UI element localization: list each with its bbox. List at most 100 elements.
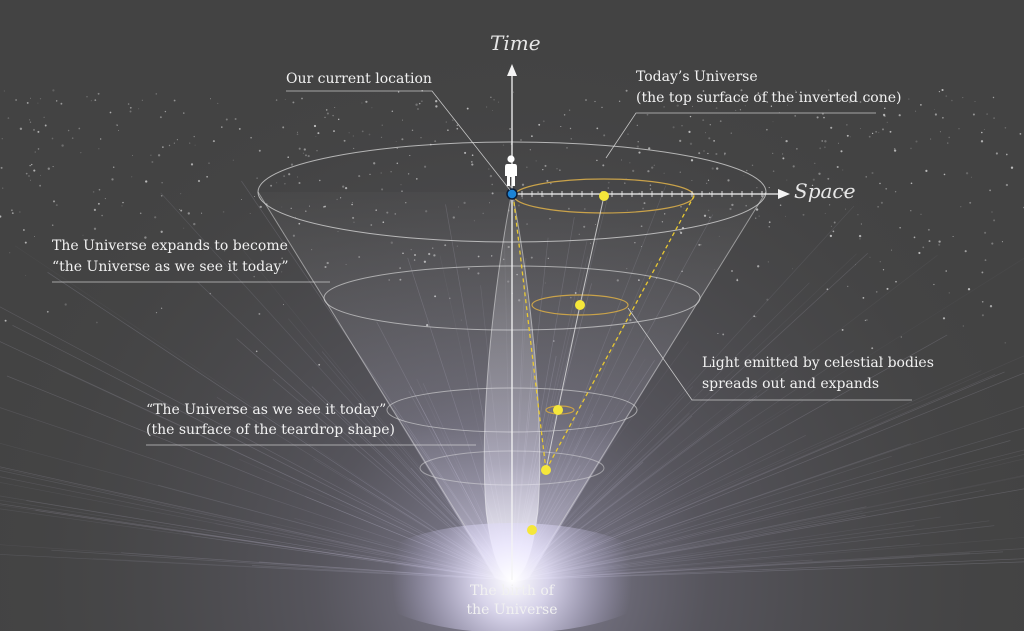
star-particle bbox=[879, 261, 881, 263]
star-particle bbox=[910, 182, 913, 185]
star-particle bbox=[830, 225, 832, 227]
star-particle bbox=[7, 117, 10, 119]
star-particle bbox=[1, 138, 3, 140]
star-particle bbox=[470, 160, 473, 163]
star-particle bbox=[879, 182, 881, 185]
star-particle bbox=[751, 164, 754, 167]
star-particle bbox=[841, 328, 844, 331]
star-particle bbox=[43, 116, 45, 118]
star-particle bbox=[603, 134, 606, 137]
star-particle bbox=[208, 162, 210, 164]
star-particle bbox=[29, 119, 31, 121]
star-particle bbox=[187, 212, 190, 215]
star-particle bbox=[629, 162, 631, 164]
star-particle bbox=[756, 187, 758, 189]
star-particle bbox=[276, 182, 278, 184]
star-particle bbox=[715, 152, 718, 156]
star-particle bbox=[736, 278, 738, 280]
star-particle bbox=[832, 230, 835, 233]
star-particle bbox=[381, 124, 383, 126]
star-particle bbox=[305, 154, 307, 157]
star-particle bbox=[755, 316, 757, 318]
star-particle bbox=[60, 102, 63, 105]
star-particle bbox=[1010, 166, 1014, 169]
star-particle bbox=[948, 136, 951, 139]
star-particle bbox=[456, 124, 459, 127]
star-particle bbox=[824, 146, 826, 149]
star-particle bbox=[880, 357, 884, 360]
star-particle bbox=[179, 208, 180, 210]
star-particle bbox=[240, 198, 242, 200]
star-particle bbox=[621, 159, 623, 161]
star-particle bbox=[855, 264, 856, 266]
star-particle bbox=[29, 121, 32, 123]
star-particle bbox=[882, 113, 886, 117]
star-particle bbox=[703, 150, 705, 152]
star-particle bbox=[111, 178, 114, 181]
as-we-see-label-line1: “The Universe as we see it today” bbox=[146, 402, 387, 418]
star-particle bbox=[141, 99, 143, 101]
star-dot-icon bbox=[527, 525, 537, 535]
star-particle bbox=[471, 154, 474, 157]
star-particle bbox=[25, 172, 28, 175]
star-particle bbox=[353, 147, 355, 149]
star-particle bbox=[96, 321, 98, 324]
star-particle bbox=[407, 173, 410, 175]
light-ray bbox=[160, 192, 513, 581]
space-axis-ticks bbox=[521, 191, 763, 197]
star-particle bbox=[131, 176, 133, 178]
star-particle bbox=[325, 109, 328, 111]
light-ray bbox=[511, 257, 1024, 581]
star-particle bbox=[317, 132, 320, 135]
star-particle bbox=[348, 132, 350, 134]
star-particle bbox=[627, 133, 629, 135]
star-particle bbox=[829, 204, 831, 206]
star-particle bbox=[258, 312, 261, 315]
star-particle bbox=[811, 184, 814, 187]
star-particle bbox=[1004, 342, 1007, 344]
star-particle bbox=[925, 169, 928, 172]
star-particle bbox=[358, 175, 361, 178]
star-particle bbox=[981, 271, 984, 274]
star-particle bbox=[283, 175, 285, 177]
star-particle bbox=[301, 97, 303, 100]
star-particle bbox=[816, 116, 819, 119]
star-particle bbox=[679, 171, 681, 173]
star-particle bbox=[882, 128, 884, 131]
star-particle bbox=[690, 159, 694, 162]
star-particle bbox=[26, 101, 29, 104]
star-particle bbox=[744, 105, 746, 107]
star-particle bbox=[560, 125, 562, 128]
star-particle bbox=[991, 242, 994, 245]
star-particle bbox=[1019, 132, 1022, 135]
star-particle bbox=[910, 147, 912, 150]
light-label-line2: spreads out and expands bbox=[702, 376, 880, 392]
light-ray bbox=[511, 372, 1024, 581]
star-particle bbox=[157, 154, 161, 157]
star-particle bbox=[139, 212, 142, 215]
star-particle bbox=[824, 140, 827, 143]
as-we-see-label-line2: (the surface of the teardrop shape) bbox=[146, 422, 395, 438]
star-particle bbox=[795, 90, 797, 92]
star-particle bbox=[934, 113, 937, 116]
star-particle bbox=[992, 96, 995, 99]
star-particle bbox=[965, 172, 969, 175]
star-particle bbox=[129, 110, 132, 113]
star-particle bbox=[843, 191, 846, 194]
star-particle bbox=[958, 128, 960, 130]
star-particle bbox=[857, 214, 859, 216]
star-particle bbox=[933, 108, 935, 110]
star-particle bbox=[770, 105, 773, 107]
star-particle bbox=[298, 147, 301, 150]
star-particle bbox=[676, 104, 679, 107]
star-particle bbox=[740, 89, 743, 92]
star-particle bbox=[368, 133, 371, 136]
star-particle bbox=[672, 126, 675, 129]
star-particle bbox=[456, 127, 459, 130]
star-particle bbox=[796, 148, 798, 150]
star-particle bbox=[2, 187, 4, 189]
star-particle bbox=[401, 190, 403, 192]
star-dot-icon bbox=[575, 300, 585, 310]
star-particle bbox=[538, 123, 541, 126]
star-particle bbox=[129, 106, 132, 109]
